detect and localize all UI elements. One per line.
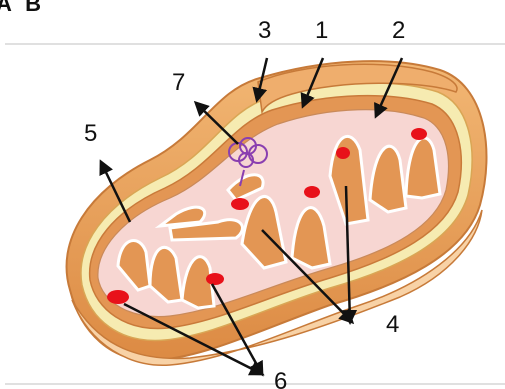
ribosome-icon bbox=[304, 186, 320, 198]
label-4: 4 bbox=[386, 311, 399, 338]
label-1: 1 bbox=[315, 17, 328, 44]
ribosome-icon bbox=[336, 147, 350, 159]
ribosome-icon bbox=[411, 128, 427, 140]
ribosome-icon bbox=[107, 290, 129, 304]
label-6: 6 bbox=[274, 368, 287, 389]
label-2: 2 bbox=[392, 17, 405, 44]
label-7: 7 bbox=[172, 69, 185, 96]
label-5: 5 bbox=[84, 120, 97, 147]
label-3: 3 bbox=[258, 17, 271, 44]
ribosome-icon bbox=[206, 273, 224, 285]
ribosome-icon bbox=[231, 198, 249, 210]
